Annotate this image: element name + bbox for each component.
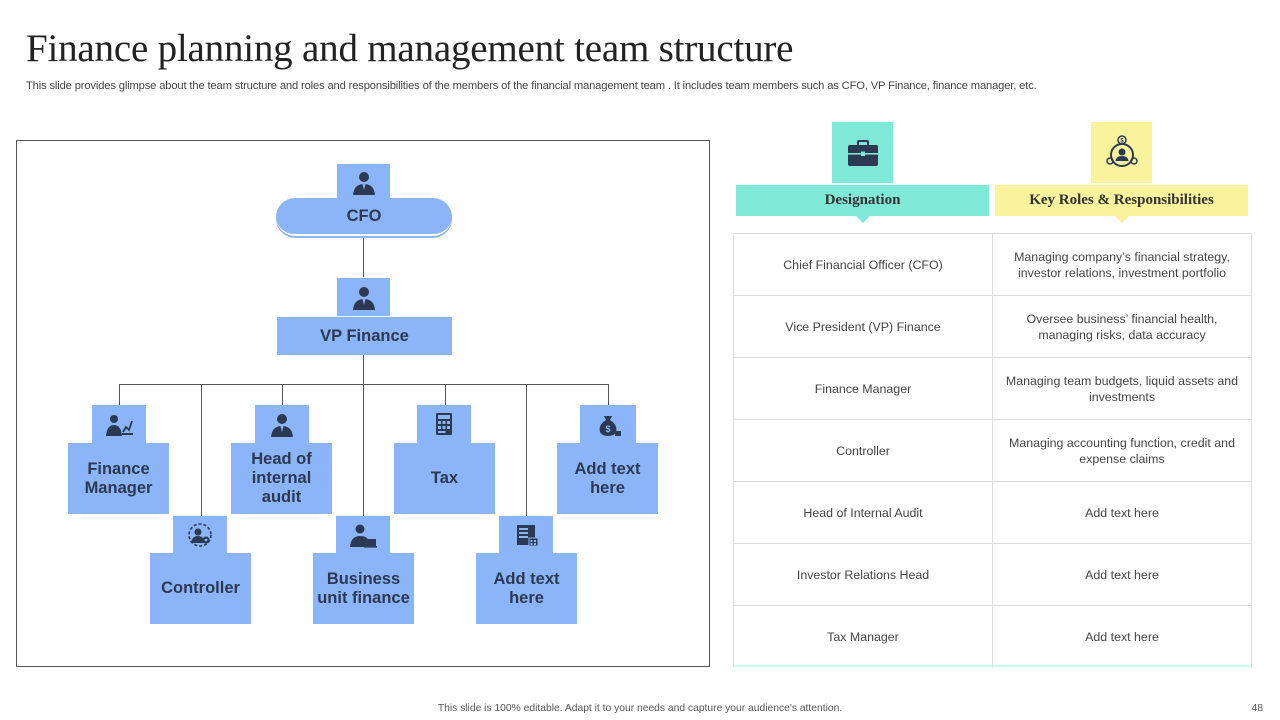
head-audit-box: Head of internal audit bbox=[231, 443, 332, 514]
roles-cell: Managing company’s financial strategy, i… bbox=[1014, 249, 1230, 280]
cfo-box: CFO bbox=[276, 198, 452, 236]
business-unit-box: Business unit finance bbox=[313, 553, 414, 624]
connector-finance-manager bbox=[119, 384, 120, 405]
connector-controller bbox=[201, 384, 202, 516]
head-audit-person-icon bbox=[255, 405, 309, 443]
person-laptop-icon bbox=[336, 516, 390, 553]
table-row: Chief Financial Officer (CFO) Managing c… bbox=[734, 234, 1251, 296]
table-row: Investor Relations Head Add text here bbox=[734, 544, 1251, 606]
money-bag-icon: $ bbox=[580, 405, 636, 443]
connector-cfo-vp bbox=[363, 237, 364, 277]
page-number: 48 bbox=[1251, 703, 1263, 714]
connector-vp-down bbox=[363, 355, 364, 385]
calculator-document-icon bbox=[417, 405, 471, 443]
slide-footer: This slide is 100% editable. Adapt it to… bbox=[437, 703, 843, 714]
ledger-icon bbox=[499, 516, 553, 553]
table-row: Finance Manager Managing team budgets, l… bbox=[734, 358, 1251, 420]
svg-text:$: $ bbox=[1120, 138, 1124, 144]
connector-tax bbox=[445, 384, 446, 405]
designation-cell: Finance Manager bbox=[734, 358, 993, 419]
table-row: Vice President (VP) Finance Oversee busi… bbox=[734, 296, 1251, 358]
roles-cell: Add text here bbox=[1085, 567, 1159, 582]
connector-add-text-1 bbox=[608, 384, 609, 405]
connector-business-unit bbox=[363, 384, 364, 516]
cfo-person-icon bbox=[337, 164, 390, 200]
roles-cell: Oversee business’ financial health, mana… bbox=[1026, 311, 1218, 342]
designation-header: Designation bbox=[736, 185, 989, 223]
roles-cell: Add text here bbox=[1085, 630, 1159, 644]
connector-head-audit bbox=[282, 384, 283, 405]
org-chart-panel: CFO VP Finance Finance Manager Head of i… bbox=[16, 140, 710, 667]
briefcase-icon bbox=[832, 122, 893, 183]
roles-cell: Managing accounting function, credit and… bbox=[1009, 435, 1235, 466]
svg-text:$: $ bbox=[605, 424, 610, 434]
controller-box: Controller bbox=[150, 553, 251, 624]
roles-cell: Add text here bbox=[1085, 505, 1159, 520]
person-gear-icon bbox=[173, 516, 227, 553]
add-text-box-2: Add text here bbox=[476, 553, 577, 624]
presenter-chart-icon bbox=[92, 405, 146, 443]
finance-manager-box: Finance Manager bbox=[68, 443, 169, 514]
roles-cell: Managing team budgets, liquid assets and… bbox=[1005, 373, 1239, 404]
designation-cell: Head of Internal Audit bbox=[734, 482, 993, 543]
slide-subtitle: This slide provides glimpse about the te… bbox=[26, 80, 1037, 92]
table-row: Head of Internal Audit Add text here bbox=[734, 482, 1251, 544]
designation-cell: Chief Financial Officer (CFO) bbox=[734, 234, 993, 295]
roles-table: Chief Financial Officer (CFO) Managing c… bbox=[733, 233, 1252, 668]
roles-header: Key Roles & Responsibilities bbox=[995, 185, 1248, 223]
designation-cell: Investor Relations Head bbox=[734, 544, 993, 605]
slide-title: Finance planning and management team str… bbox=[26, 27, 794, 70]
add-text-box-1: Add text here bbox=[557, 443, 658, 514]
vp-finance-box: VP Finance bbox=[277, 317, 452, 355]
table-row: Controller Managing accounting function,… bbox=[734, 420, 1251, 482]
designation-cell: Tax Manager bbox=[734, 606, 993, 668]
team-roles-icon: $ bbox=[1091, 122, 1152, 183]
tax-box: Tax bbox=[394, 443, 495, 514]
designation-cell: Vice President (VP) Finance bbox=[734, 296, 993, 357]
vp-person-icon bbox=[337, 278, 390, 316]
connector-add-text-2 bbox=[526, 384, 527, 516]
designation-cell: Controller bbox=[734, 420, 993, 481]
table-row: Tax Manager Add text here bbox=[734, 606, 1251, 668]
